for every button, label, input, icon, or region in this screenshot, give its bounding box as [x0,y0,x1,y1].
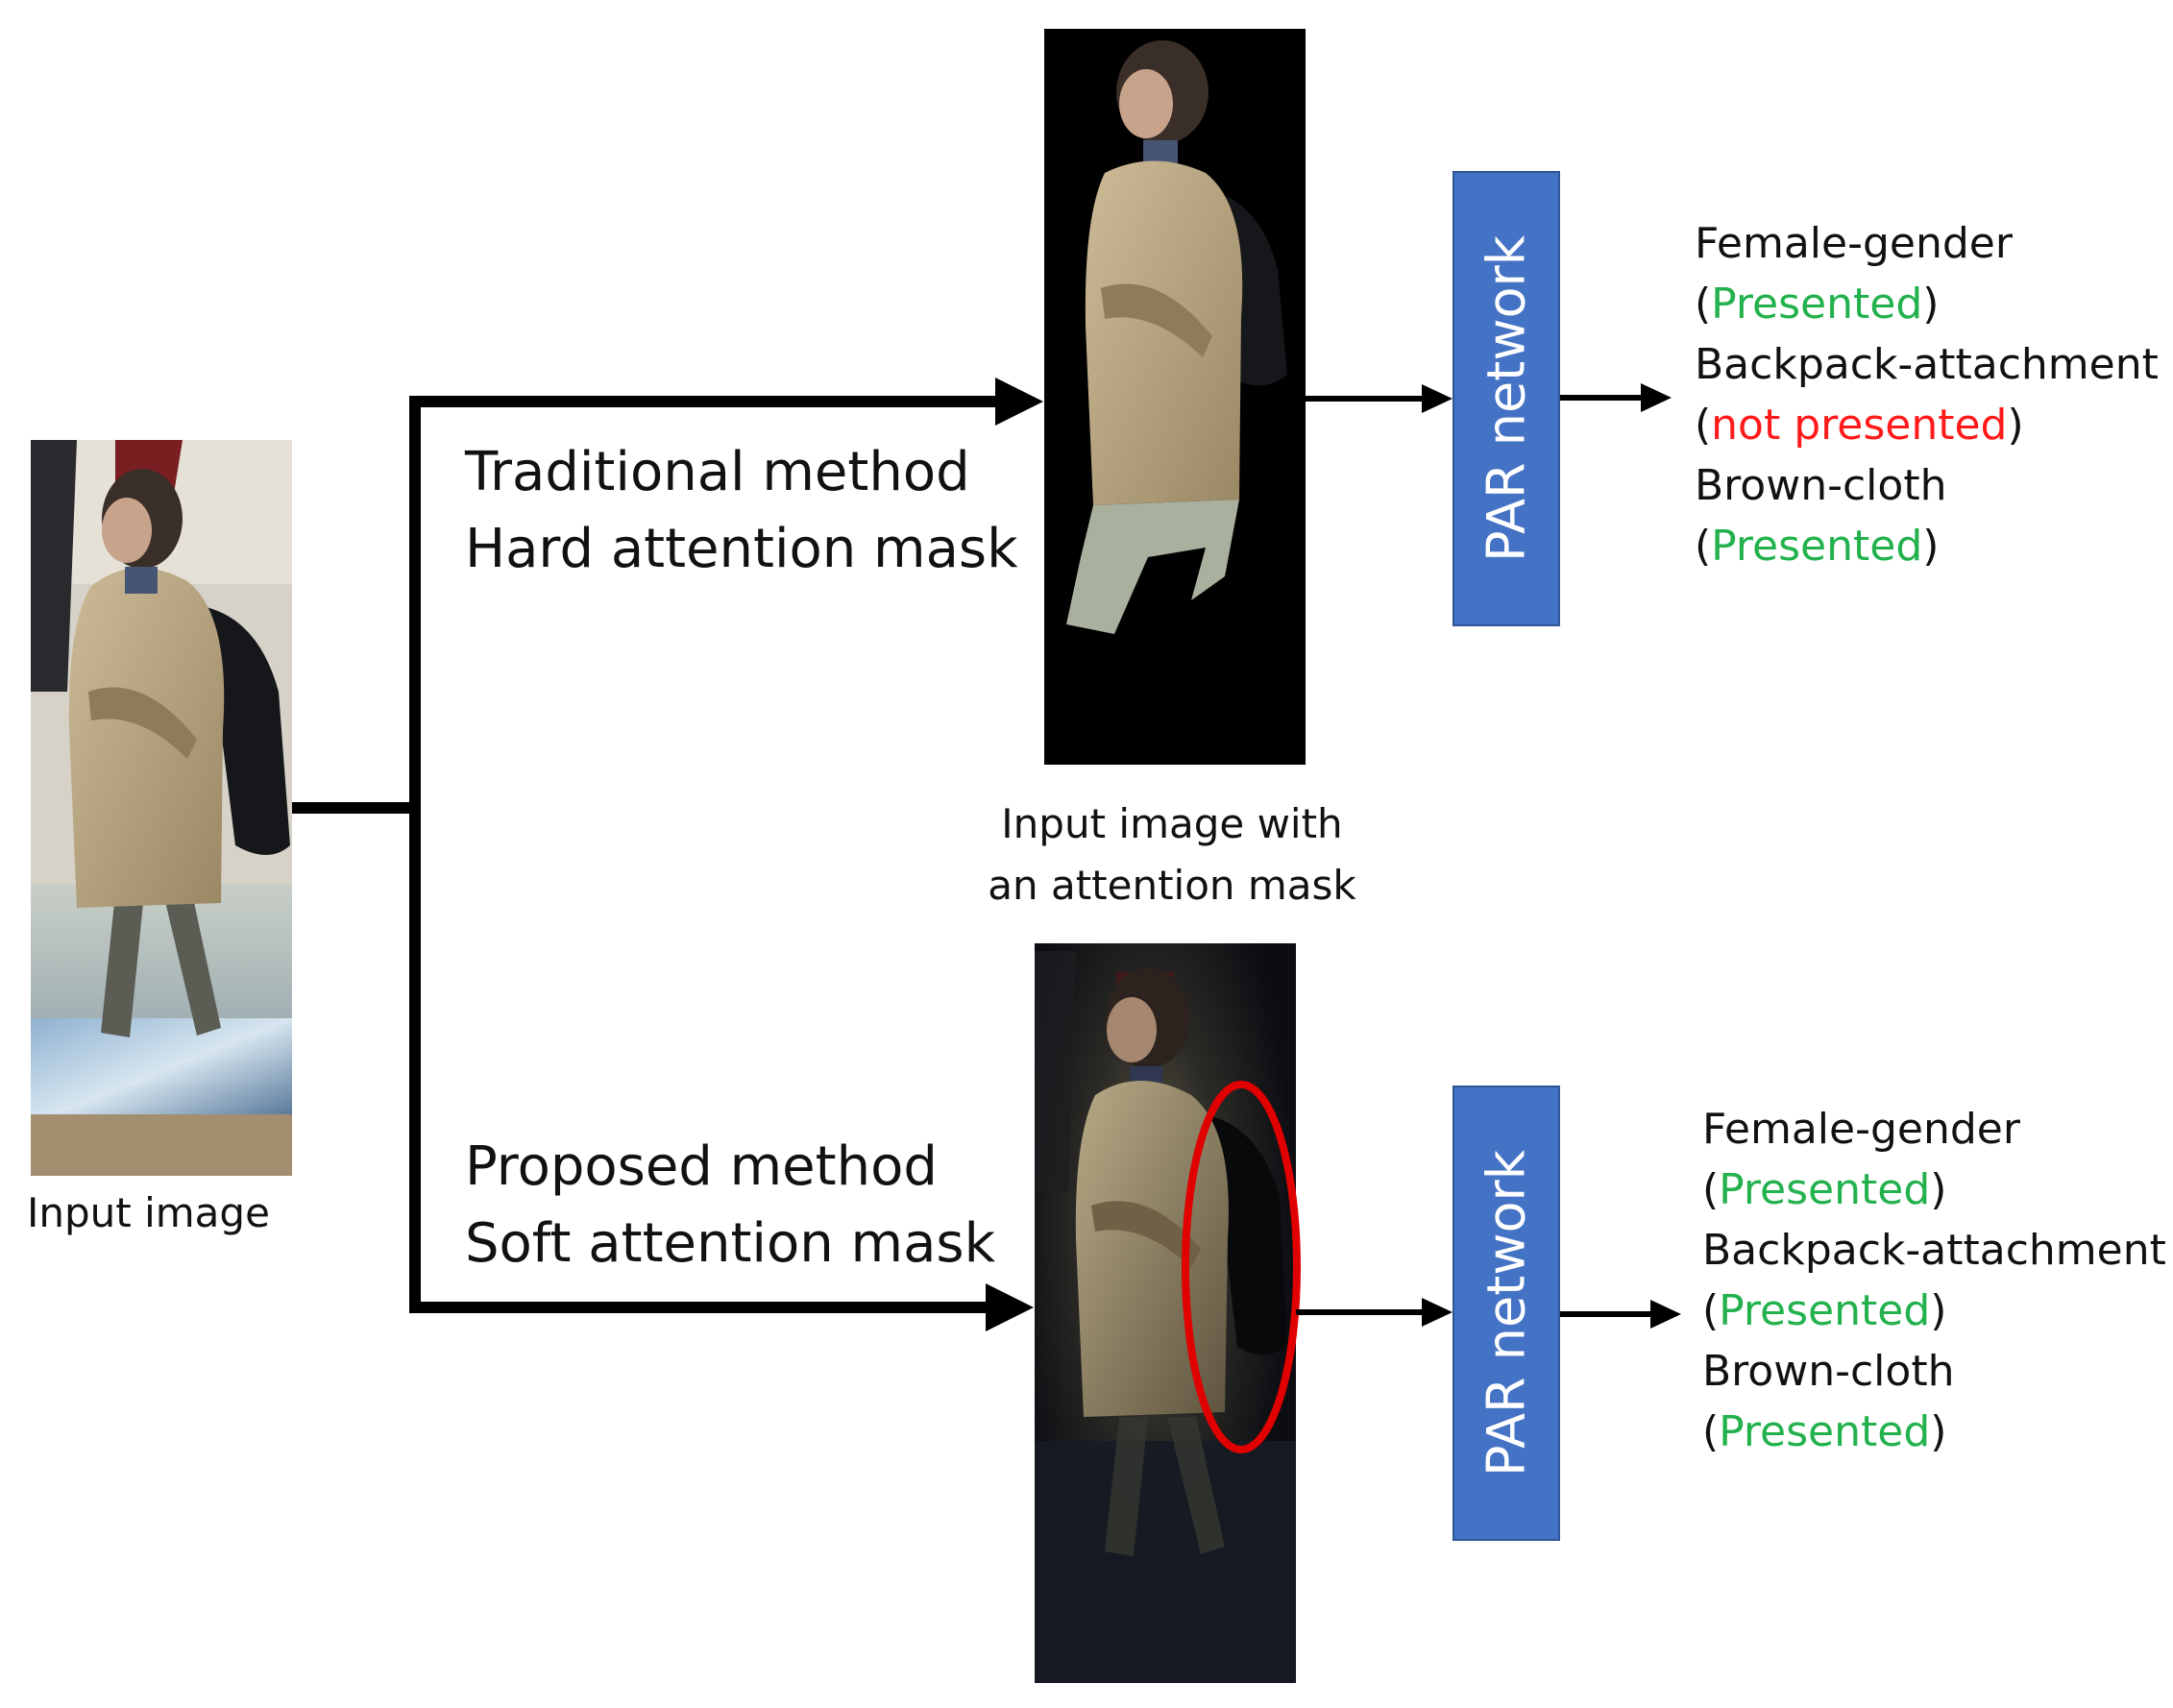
top-result-attribute: Female-gender [1695,219,2013,268]
traditional-method-title: Traditional method [465,441,970,503]
backpack-highlight-ellipse [1182,1081,1301,1453]
bottom-result-status: Presented [1719,1165,1931,1214]
bottom-result-status-row: (Presented) [1702,1407,1947,1456]
top-results-list: Female-gender (Presented) Backpack-attac… [1695,213,2159,576]
top-result-status: not presented [1711,401,2008,450]
bottom-result-status: Presented [1719,1407,1931,1456]
top-result-status: Presented [1711,280,1923,329]
bottom-results-list: Female-gender (Presented) Backpack-attac… [1702,1099,2166,1462]
bottom-result-status-row: (Presented) [1702,1165,1947,1214]
masked-image-caption-line2: an attention mask [988,862,1356,909]
hard-mask-image [1044,29,1306,765]
input-image-caption: Input image [27,1189,270,1236]
input-image [31,440,292,1176]
par-network-box-bottom: PAR network [1453,1086,1560,1541]
arrow-to-soft-mask [986,1283,1034,1331]
bottom-result-attribute: Backpack-attachment [1702,1226,2166,1275]
branch-connector [292,396,999,1313]
top-result-attribute: Backpack-attachment [1695,340,2159,389]
par-network-box-top: PAR network [1453,171,1560,626]
proposed-method-mask-type: Soft attention mask [465,1212,996,1275]
par-network-label-bottom: PAR network [1476,1149,1537,1477]
arrow-hard-to-network [1306,384,1453,413]
masked-image-caption: Input image with an attention mask [961,793,1383,916]
top-result-status-row: (Presented) [1695,280,1940,329]
top-result-status: Presented [1711,522,1923,571]
top-result-status-row: (not presented) [1695,401,2024,450]
traditional-method-label: Traditional method Hard attention mask [465,434,1018,588]
proposed-method-label: Proposed method Soft attention mask [465,1129,995,1282]
top-result-attribute: Brown-cloth [1695,461,1947,510]
bottom-result-attribute: Female-gender [1702,1105,2020,1154]
proposed-method-title: Proposed method [465,1135,938,1198]
arrow-soft-to-network [1296,1298,1453,1327]
top-result-status-row: (Presented) [1695,522,1940,571]
par-network-label-top: PAR network [1476,234,1537,563]
bottom-result-status-row: (Presented) [1702,1286,1947,1335]
arrow-network-to-bottom-results [1558,1300,1681,1329]
bottom-result-status: Presented [1719,1286,1931,1335]
traditional-method-mask-type: Hard attention mask [465,518,1018,580]
arrow-to-hard-mask [995,378,1043,426]
masked-image-caption-line1: Input image with [1001,800,1343,847]
arrow-network-to-top-results [1558,383,1672,412]
soft-mask-image [1035,943,1296,1683]
bottom-result-attribute: Brown-cloth [1702,1347,1955,1396]
